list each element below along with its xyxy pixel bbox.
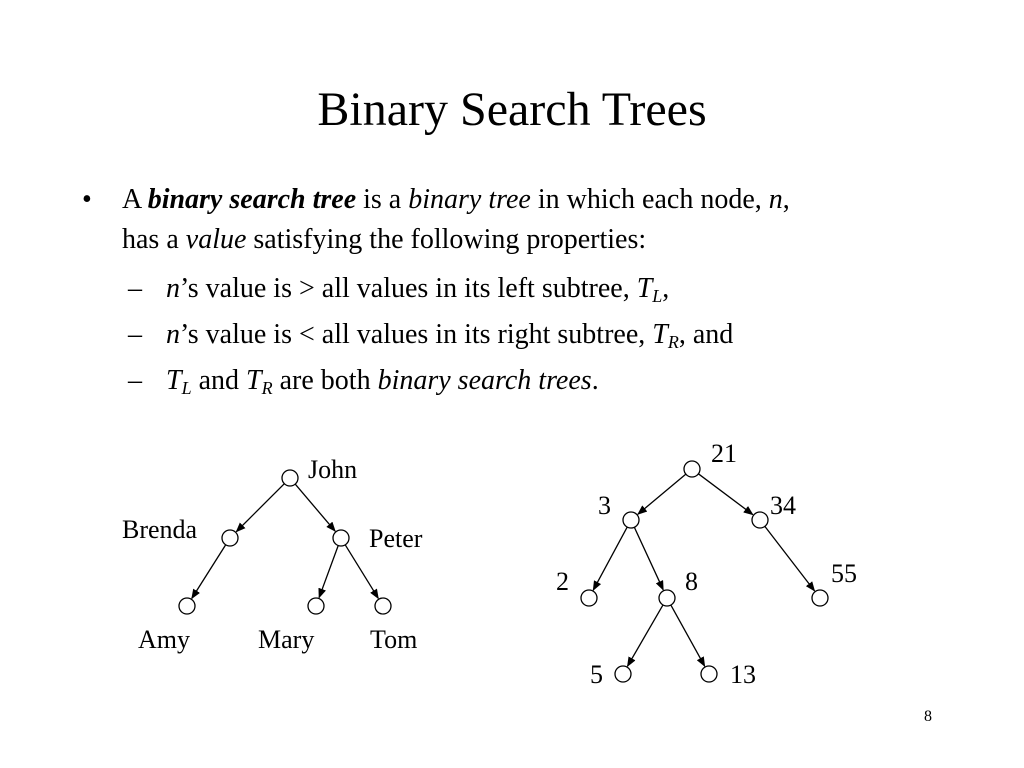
var-n: n [768, 184, 783, 215]
node-label-peter: Peter [369, 524, 423, 553]
tree-node-tom [374, 597, 392, 615]
bullet-list: • A binary search tree is a binary tree … [82, 180, 962, 404]
tree-node-n5 [614, 665, 632, 683]
tree-node-peter [332, 529, 350, 547]
tree-node-n55 [811, 589, 829, 607]
var-n: n [166, 273, 180, 304]
tree-node-n3 [622, 511, 640, 529]
var-n: n [166, 319, 180, 350]
node-label-n34: 34 [770, 491, 796, 520]
node-label-n3: 3 [598, 491, 611, 520]
dash-icon: – [128, 273, 142, 304]
bullet-text-properties: satisfying the following properties: [246, 224, 647, 255]
node-label-brenda: Brenda [122, 515, 198, 544]
edge-arrow-john-brenda [235, 483, 285, 533]
bullet-text-has-a: has a [122, 224, 186, 255]
node-label-n8: 8 [685, 567, 698, 596]
edge-arrow-n8-n5 [626, 604, 664, 668]
sub-item-text: ’s value is > all values in its left sub… [180, 273, 637, 304]
tree-node-n34 [751, 511, 769, 529]
edge-arrow-n21-n34 [698, 473, 754, 516]
tree-node-n21 [683, 460, 701, 478]
tree-node-mary [307, 597, 325, 615]
edge-arrow-n21-n3 [637, 473, 687, 515]
node-label-john: John [308, 455, 357, 484]
sub-item-text: are both [272, 365, 378, 396]
tree-node-n13 [700, 665, 718, 683]
tree-node-n8 [658, 589, 676, 607]
bullet-text-a: A [122, 184, 148, 215]
sub-item-tail: , and [678, 319, 734, 350]
node-label-n2: 2 [556, 567, 569, 596]
bullet-text-each-node: in which each node, [530, 184, 769, 215]
bullet-text-is-a: is a [356, 184, 409, 215]
var-T: T [636, 273, 653, 304]
subscript-R: R [261, 378, 273, 398]
node-label-tom: Tom [370, 625, 417, 654]
edge-arrow-peter-tom [344, 544, 379, 600]
edge-arrow-n8-n13 [670, 604, 706, 667]
tree-node-john [281, 469, 299, 487]
term-binary-search-trees: binary search trees [377, 365, 592, 396]
node-label-n5: 5 [590, 660, 603, 689]
node-label-mary: Mary [258, 625, 314, 654]
var-T: T [166, 365, 182, 396]
edge-arrow-n34-n55 [764, 525, 816, 592]
sub-list: – n’s value is > all values in its left … [82, 266, 962, 404]
sub-item-tail: , [662, 273, 670, 304]
node-label-amy: Amy [138, 625, 190, 654]
bullet-comma: , [782, 184, 790, 215]
tree-node-n2 [580, 589, 598, 607]
var-T: T [652, 319, 668, 350]
edge-arrow-john-peter [294, 483, 336, 532]
bullet-icon: • [82, 184, 92, 215]
node-label-n13: 13 [730, 660, 756, 689]
subscript-L: L [181, 378, 192, 398]
edge-arrow-n3-n2 [592, 526, 628, 591]
sub-item-right: – n’s value is < all values in its right… [82, 312, 962, 358]
edge-arrow-peter-mary [318, 545, 339, 599]
tree-node-brenda [221, 529, 239, 547]
subscript-L: L [652, 286, 663, 306]
dash-icon: – [128, 319, 142, 350]
page-number: 8 [924, 708, 932, 725]
var-T: T [246, 365, 262, 396]
sub-item-and: and [191, 365, 247, 396]
sub-item-text: ’s value is < all values in its right su… [180, 319, 653, 350]
node-label-n21: 21 [711, 439, 737, 468]
edge-arrow-n3-n8 [633, 526, 664, 591]
term-binary-tree: binary tree [408, 184, 531, 215]
sub-item-both: – TL and TR are both binary search trees… [82, 358, 962, 404]
slide-title: Binary Search Trees [317, 83, 707, 136]
sub-item-left: – n’s value is > all values in its left … [82, 266, 962, 312]
bullet-item: • A binary search tree is a binary tree … [82, 180, 962, 260]
edge-arrow-brenda-amy [191, 544, 227, 600]
term-binary-search-tree: binary search tree [147, 184, 357, 215]
sub-item-tail: . [591, 365, 599, 396]
term-value: value [185, 224, 247, 255]
node-label-n55: 55 [831, 559, 857, 588]
dash-icon: – [128, 365, 142, 396]
tree-node-amy [178, 597, 196, 615]
subscript-R: R [667, 332, 679, 352]
